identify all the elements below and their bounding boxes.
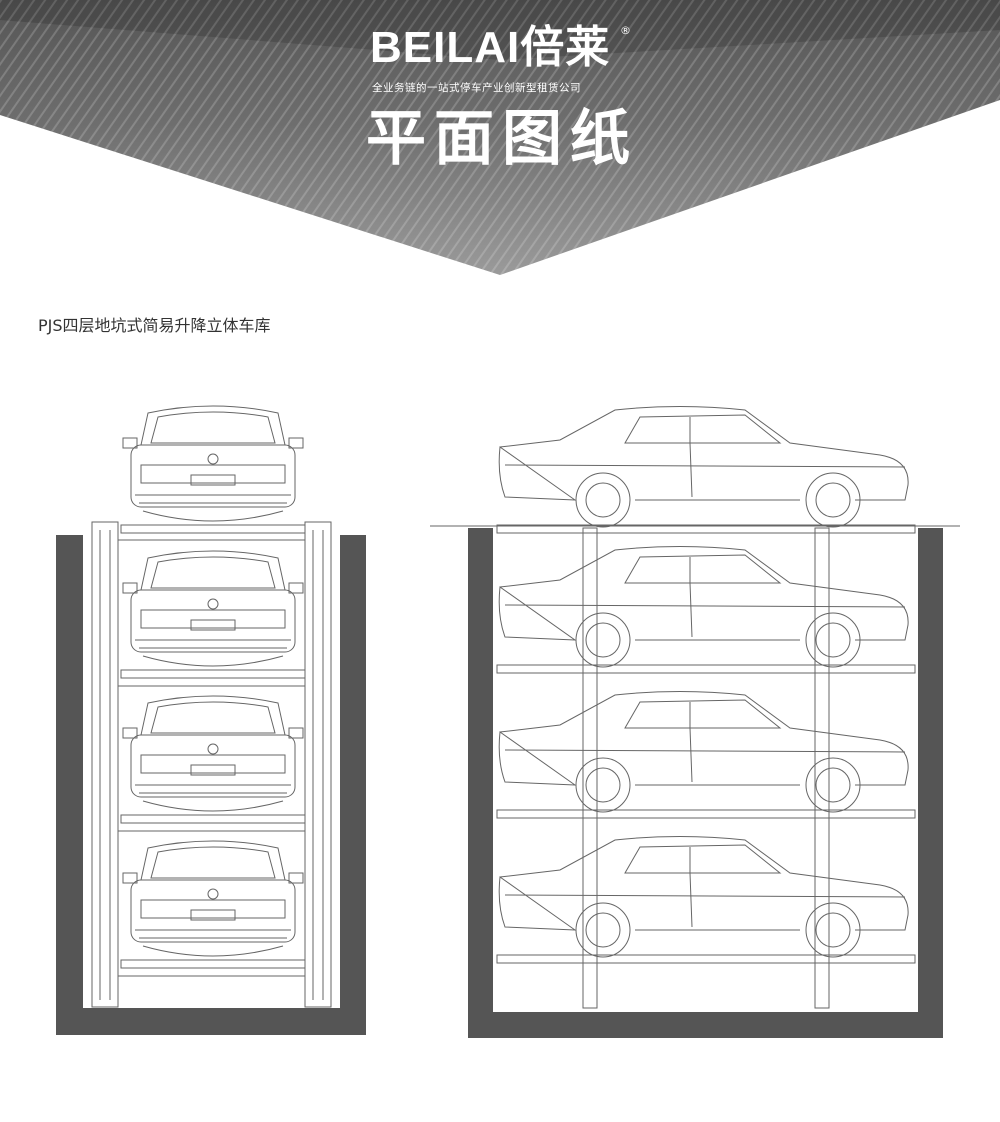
car-mirror [288, 727, 304, 739]
car-grille [140, 464, 286, 484]
license-plate [190, 474, 236, 486]
car-side-view [496, 691, 916, 819]
car-grille [140, 754, 286, 774]
guide-column [91, 521, 119, 1008]
car-trim [504, 749, 906, 753]
car-emblem [207, 888, 219, 900]
car-windshield [150, 556, 276, 589]
car-windows [624, 414, 782, 498]
car-trim [504, 604, 906, 608]
car-mirror [122, 437, 138, 449]
pallet [120, 814, 306, 824]
car-wheel [805, 757, 861, 813]
car-windows [624, 699, 782, 783]
header-banner [0, 0, 1000, 275]
car-bumper [135, 929, 291, 957]
car-wheel [575, 612, 631, 668]
car-wheel-hub [815, 767, 851, 803]
car-mirror [122, 582, 138, 594]
car-wheel [575, 472, 631, 528]
car-body [130, 879, 296, 943]
car-wheel-hub [585, 767, 621, 803]
car-wheel-hub [585, 622, 621, 658]
car-front-view [120, 405, 306, 534]
car-bumper [135, 639, 291, 667]
car-windows [624, 844, 782, 928]
car-windows [624, 554, 782, 638]
license-plate [190, 764, 236, 776]
car-front-view [120, 550, 306, 679]
car-mirror [288, 437, 304, 449]
car-wheel-hub [585, 912, 621, 948]
car-body [498, 691, 909, 786]
car-wheel [805, 902, 861, 958]
car-body [498, 836, 909, 931]
car-emblem [207, 453, 219, 465]
car-wheel-hub [815, 482, 851, 518]
car-mirror [122, 872, 138, 884]
guide-column [304, 521, 332, 1008]
car-bumper [135, 784, 291, 812]
pallet [120, 524, 306, 534]
car-roof [140, 550, 286, 591]
car-windshield [150, 701, 276, 734]
license-plate [190, 909, 236, 921]
license-plate [190, 619, 236, 631]
car-wheel [575, 902, 631, 958]
brand-tagline: 全业务链的一站式停车产业创新型租赁公司 [372, 82, 581, 94]
car-grille [140, 609, 286, 629]
car-front-view [120, 695, 306, 824]
car-mirror [288, 872, 304, 884]
car-roof [140, 840, 286, 881]
pallet [496, 809, 916, 819]
car-body [130, 589, 296, 653]
lift-post [582, 527, 598, 1009]
front-view [56, 405, 366, 1035]
side-view [430, 406, 960, 1038]
car-wheel [805, 612, 861, 668]
car-wheel-hub [815, 622, 851, 658]
page-title: 平面图纸 [366, 104, 638, 174]
car-windshield [150, 411, 276, 444]
car-roof [140, 695, 286, 736]
pallet [496, 664, 916, 674]
pallet [120, 669, 306, 679]
registered-mark: ® [620, 24, 631, 37]
car-side-view [496, 406, 916, 534]
car-front-view [120, 840, 306, 969]
pallet [496, 524, 916, 534]
car-emblem [207, 598, 219, 610]
car-body [498, 406, 909, 501]
car-trim [504, 894, 906, 898]
car-roof [140, 405, 286, 446]
car-mirror [122, 727, 138, 739]
car-trim [504, 464, 906, 468]
car-body [130, 444, 296, 508]
car-mirror [288, 582, 304, 594]
car-emblem [207, 743, 219, 755]
brand-logo: BEILAI倍莱 [370, 23, 611, 72]
car-grille [140, 899, 286, 919]
car-side-view [496, 546, 916, 674]
car-side-view [496, 836, 916, 964]
pallet [120, 959, 306, 969]
car-body [498, 546, 909, 641]
pallet [496, 954, 916, 964]
car-wheel [575, 757, 631, 813]
car-body [130, 734, 296, 798]
car-wheel-hub [815, 912, 851, 948]
car-bumper [135, 494, 291, 522]
car-wheel [805, 472, 861, 528]
drawing-caption: PJS四层地坑式简易升降立体车库 [38, 316, 271, 335]
car-windshield [150, 846, 276, 879]
car-wheel-hub [585, 482, 621, 518]
